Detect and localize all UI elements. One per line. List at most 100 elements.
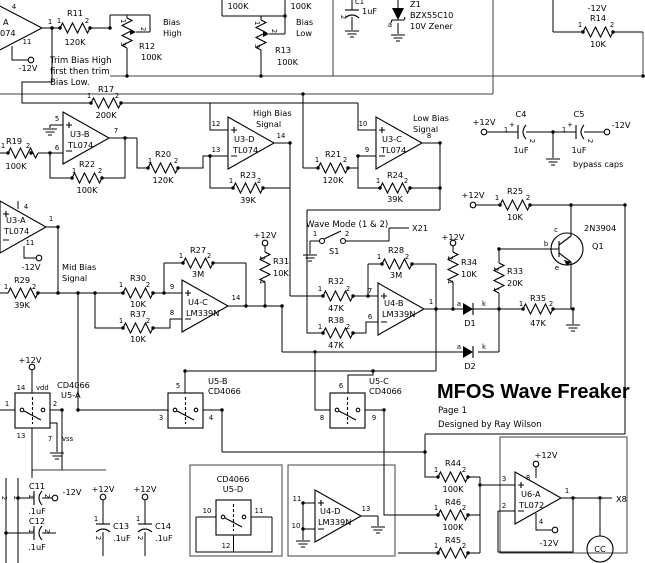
schematic-label: U4-D — [320, 506, 340, 516]
schematic-label: U6-A — [521, 489, 541, 499]
schematic-label: 9 — [365, 146, 369, 154]
schematic-label: 120K — [323, 175, 345, 185]
diode-D2 — [462, 345, 474, 359]
resistor-R21 — [317, 162, 349, 174]
schematic-label: 4 — [539, 518, 543, 526]
schematic-label: 10K — [590, 39, 606, 49]
schematic-label: D1 — [464, 318, 476, 328]
schematic-label: 100K — [6, 161, 28, 171]
schematic-label: 2 — [610, 21, 614, 29]
schematic-label: 13 — [362, 505, 371, 513]
schematic-label: +12V — [473, 117, 496, 127]
schematic-label: 39K — [240, 195, 256, 205]
schematic-label: Wave Mode (1 & 2) — [306, 220, 388, 230]
schematic-label: 1 — [434, 504, 438, 512]
schematic-label: 11 — [23, 38, 32, 46]
schematic-label: .1uF — [28, 506, 46, 516]
schematic-label: 3 — [502, 475, 506, 483]
schematic-label: 13 — [212, 146, 221, 154]
schematic-label: 200K — [96, 110, 118, 120]
schematic-label: -12V — [612, 120, 631, 130]
resistor-R30 — [122, 287, 154, 299]
schematic-label: 120K — [65, 37, 87, 47]
schematic-label: U3-A — [6, 215, 26, 225]
schematic-label: 2 — [343, 156, 347, 164]
schematic-label: 1 — [87, 92, 91, 100]
schematic-label: 6 — [339, 382, 343, 390]
schematic-label: R27 — [190, 245, 206, 255]
schematic-label: +12V — [134, 484, 157, 494]
schematic-label: .1uF — [28, 542, 46, 552]
schematic-label: 1 — [504, 126, 508, 134]
opamp-partial — [0, 5, 44, 51]
schematic-label: Z1 — [410, 0, 421, 9]
schematic-label: 2 — [12, 496, 20, 500]
schematic-label: 7 — [368, 287, 372, 295]
schematic-label: U3-D — [234, 134, 254, 144]
resistor-R14 — [582, 26, 614, 38]
schematic-label: TL074 — [380, 145, 406, 155]
schematic-label: R17 — [98, 84, 114, 94]
schematic-label: 100K — [291, 1, 313, 11]
analog-switch-U5B — [167, 392, 204, 429]
trimpot-R12-wiper-arrow — [130, 29, 136, 35]
schematic-label: 2 — [339, 15, 347, 19]
schematic-label: 1 — [94, 515, 98, 523]
schematic-label: 2 — [526, 194, 530, 202]
schematic-label: 39K — [387, 194, 403, 204]
schematic-label: 2 — [346, 323, 350, 331]
schematic-label: 1 — [429, 298, 433, 306]
schematic-label: C5 — [574, 109, 585, 119]
schematic-label: R22 — [79, 159, 95, 169]
schematic-label: 1 — [27, 529, 35, 533]
schematic-label: 1 — [562, 126, 566, 134]
schematic-label: 2 — [43, 529, 51, 533]
schematic-label: Q1 — [592, 241, 604, 251]
schematic-label: 1 — [318, 285, 322, 293]
schematic-label: CD4066 — [208, 386, 241, 396]
schematic-label: first then trim — [50, 67, 109, 77]
schematic-title: MFOS Wave Freaker — [437, 381, 630, 403]
schematic-label: 2 — [270, 29, 278, 33]
schematic-label: BZX55C10 — [410, 10, 453, 20]
schematic-label: R24 — [387, 170, 403, 180]
schematic-label: Signal — [413, 124, 438, 134]
diode-D1 — [462, 302, 474, 316]
schematic-label: R23 — [240, 170, 256, 180]
schematic-label: +12V — [92, 484, 115, 494]
schematic-label: +12V — [254, 230, 277, 240]
schematic-label: 2 — [586, 139, 594, 143]
schematic-label: 9 — [170, 283, 174, 291]
schematic-label: 100K — [443, 484, 465, 494]
schematic-label: U5-B — [208, 376, 228, 386]
schematic-label: 120K — [153, 175, 175, 185]
schematic-label: -12V — [588, 3, 607, 13]
schematic-label: .1uF — [113, 533, 131, 543]
schematic-label: 1 — [578, 21, 582, 29]
schematic-label: Signal — [256, 119, 281, 129]
schematic-label: 100K — [228, 1, 250, 11]
schematic-label: +12V — [442, 232, 465, 242]
schematic-label: 1 — [27, 494, 35, 498]
schematic-label: 2 — [207, 252, 211, 260]
schematic-label: 2 — [43, 494, 51, 498]
schematic-label: Bias — [296, 17, 313, 27]
schematic-label: 39K — [14, 300, 30, 310]
schematic-label: TL074 — [3, 226, 29, 236]
schematic-label: 8 — [526, 474, 530, 482]
schematic-label: 8 — [170, 309, 174, 317]
schematic-label: 2 — [502, 502, 506, 510]
schematic-label: R12 — [139, 41, 155, 51]
comparator-U4D — [314, 489, 362, 543]
schematic-label: 2 — [174, 157, 178, 165]
schematic-label: 1 — [119, 317, 123, 325]
schematic-label: 2 — [94, 536, 102, 540]
schematic-label: 11 — [293, 495, 302, 503]
schematic-label: 10K — [130, 299, 146, 309]
schematic-label: 1 — [258, 280, 266, 284]
schematic-label: 1 — [315, 156, 319, 164]
schematic-label: 1 — [136, 515, 140, 523]
schematic-label: C12 — [29, 516, 45, 526]
schematic-label: 1 — [446, 280, 454, 284]
